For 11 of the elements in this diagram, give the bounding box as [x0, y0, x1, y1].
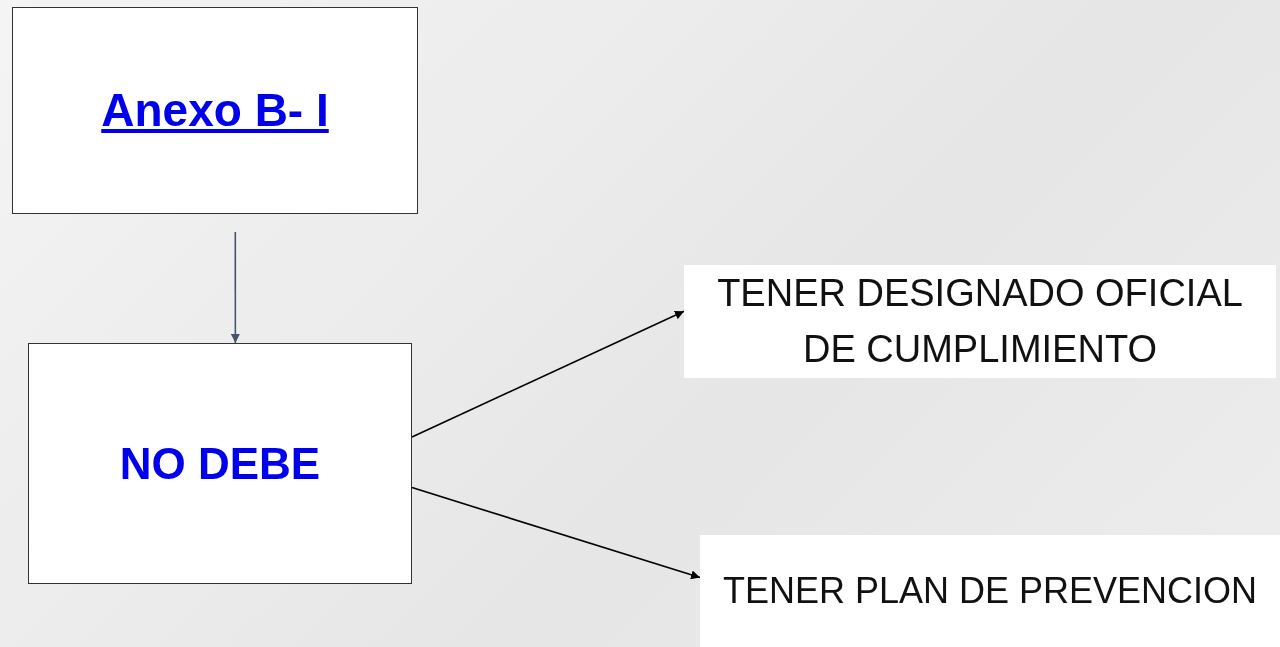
box-label: TENER PLAN DE PREVENCION	[721, 568, 1259, 613]
box-label: TENER DESIGNADO OFICIAL DE CUMPLIMIENTO	[716, 271, 1244, 372]
arrow	[411, 486, 701, 580]
process-box	[700, 535, 1280, 647]
link-text: Anexo B- I	[100, 83, 330, 139]
process-box	[12, 7, 418, 214]
process-box	[28, 343, 412, 584]
arrow	[411, 310, 685, 438]
box-label: NO DEBE	[118, 437, 322, 490]
process-box	[684, 265, 1276, 378]
arrow	[230, 231, 240, 344]
